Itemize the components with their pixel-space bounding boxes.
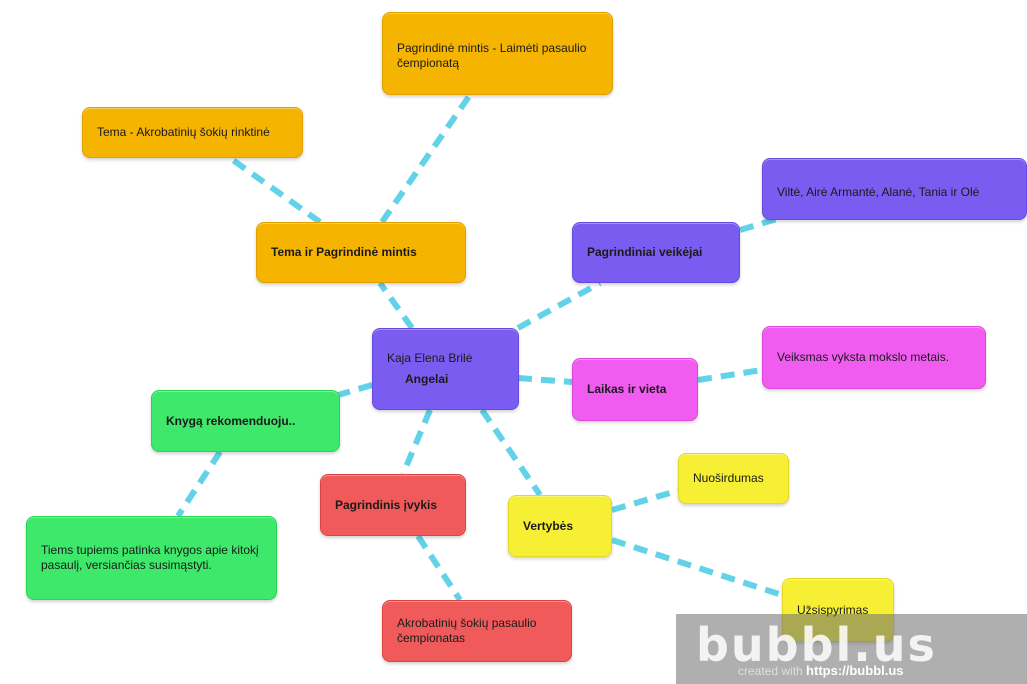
connector-ivykis-detail [415,534,463,602]
center-subtitle: Angelai [405,372,449,386]
node-pagrindinis-ivykis[interactable]: Pagrindinis įvykis [320,474,466,536]
node-pagrindiniai-veikejai[interactable]: Pagrindiniai veikėjai [572,222,740,283]
node-knyga-rekomenduoju[interactable]: Knygą rekomenduoju.. [151,390,340,452]
node-tema-ir-pagrindine-mintis[interactable]: Tema ir Pagrindinė mintis [256,222,466,283]
connector-center-rekomenduoju [337,382,373,398]
node-pagrindine-mintis[interactable]: Pagrindinė mintis - Laimėti pasaulio čem… [382,12,613,95]
watermark-prefix: created with [738,664,803,678]
node-label: Pagrindinis įvykis [335,497,438,512]
node-label: Pagrindinė mintis - Laimėti pasaulio čem… [397,41,587,70]
node-label: Veiksmas vyksta mokslo metais. [777,350,950,364]
connector-center-laikas [517,375,573,385]
watermark-credit: created with https://bubbl.us [738,663,904,678]
connector-vertybes-uzsispyrimas [611,537,783,598]
connector-rekomenduoju-detail [175,450,223,518]
node-laikas-detail[interactable]: Veiksmas vyksta mokslo metais. [762,326,986,389]
connector-tema-left [228,155,322,225]
center-title: Kaja Elena Brilė [387,351,473,365]
node-label: Užsispyrimas [797,602,869,617]
node-vertybes[interactable]: Vertybės [508,495,612,557]
connector-vertybes-nuosirdumas [611,487,681,513]
node-label: Knygą rekomenduoju.. [166,413,296,428]
watermark-brand: bubbl.us [696,618,937,672]
connector-center-vertybes [479,408,543,497]
node-ivykis-detail[interactable]: Akrobatinių šokių pasaulio čempionatas [382,600,572,662]
connector-center-ivykis [400,408,433,476]
connector-tema-mintis [379,93,473,224]
node-tema[interactable]: Tema - Akrobatinių šokių rinktinė [82,107,303,158]
center-node[interactable]: Kaja Elena Brilė Angelai [372,328,519,410]
watermark-url[interactable]: https://bubbl.us [806,663,904,678]
node-veikejai-list[interactable]: Viltė, Airė Armantė, Alanė, Tania ir Olė [762,158,1027,220]
node-label: Pagrindiniai veikėjai [587,245,703,259]
node-label: Viltė, Airė Armantė, Alanė, Tania ir Olė [777,185,980,199]
node-laikas-ir-vieta[interactable]: Laikas ir vieta [572,358,698,421]
node-label: Akrobatinių šokių pasaulio čempionatas [397,616,537,645]
connector-laikas-detail [697,367,763,383]
node-label: Tiems tupiems patinka knygos apie kitokį… [41,543,259,572]
node-label: Nuoširdumas [693,471,764,485]
connector-center-veikejai [516,280,602,331]
connector-center-tema [377,281,415,330]
node-label: Tema ir Pagrindinė mintis [271,245,417,259]
node-label: Vertybės [523,518,574,533]
node-rekomendacija[interactable]: Tiems tupiems patinka knygos apie kitokį… [26,516,277,600]
node-label: Laikas ir vieta [587,382,667,396]
node-nuosirdumas[interactable]: Nuoširdumas [678,453,789,504]
node-label: Tema - Akrobatinių šokių rinktinė [97,125,270,139]
bubbl-watermark: bubbl.us created with https://bubbl.us [676,614,1027,684]
